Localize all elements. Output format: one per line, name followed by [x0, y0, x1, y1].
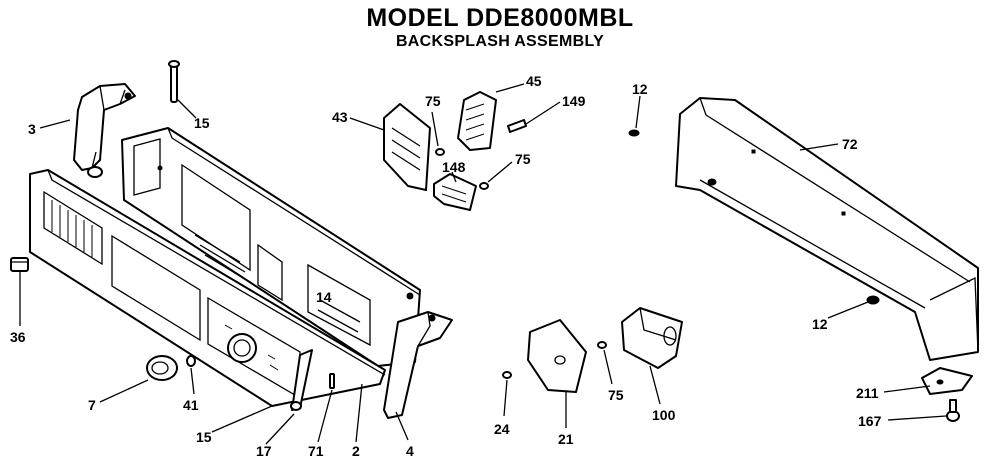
callout-75-middle: 75 — [515, 151, 531, 167]
part-72-rear-cover — [675, 97, 979, 361]
part-43-bracket — [383, 103, 431, 191]
callout-3: 3 — [28, 121, 36, 137]
part-167-screw — [946, 399, 960, 422]
part-36-clip — [10, 257, 29, 272]
part-12-clip-right — [866, 295, 880, 305]
part-21-board — [527, 319, 587, 393]
callout-149: 149 — [562, 93, 586, 109]
callout-21: 21 — [558, 431, 574, 447]
part-149-screw — [507, 119, 527, 133]
backsplash-front-panel — [29, 169, 386, 407]
part-7-knob — [146, 355, 178, 381]
part-15-screw-top — [168, 60, 180, 103]
callout-100: 100 — [652, 407, 676, 423]
part-75-screw-lower — [597, 341, 607, 349]
part-75-screw-top — [435, 148, 445, 156]
callout-75-lower: 75 — [608, 387, 624, 403]
part-24-screw — [502, 371, 512, 379]
part-41-clip — [186, 355, 196, 367]
callout-24: 24 — [494, 421, 510, 437]
part-211-bracket — [921, 367, 973, 395]
part-75-screw-middle — [479, 182, 489, 190]
callout-41: 41 — [183, 397, 199, 413]
callout-labels: 3 15 43 75 45 149 148 75 12 72 36 14 12 … — [10, 73, 882, 459]
callout-15-bottom: 15 — [196, 429, 212, 445]
callout-72: 72 — [842, 136, 858, 152]
callout-43: 43 — [332, 109, 348, 125]
part-148-switch — [433, 173, 477, 211]
callout-148: 148 — [442, 159, 466, 175]
part-100-timer — [621, 307, 683, 369]
callout-14: 14 — [316, 289, 332, 305]
callout-17: 17 — [256, 443, 272, 459]
part-45-switch — [457, 91, 497, 151]
part-71-screw — [329, 373, 335, 389]
part-12-clip-top — [628, 129, 640, 137]
callout-36: 36 — [10, 329, 26, 345]
callout-2: 2 — [352, 443, 360, 459]
diagram-title: MODEL DDE8000MBL — [366, 4, 634, 32]
callout-7: 7 — [88, 397, 96, 413]
diagram-subtitle: BACKSPLASH ASSEMBLY — [395, 33, 605, 50]
part-17-bracket — [290, 349, 313, 411]
leader-lines — [19, 83, 947, 445]
callout-71: 71 — [308, 443, 324, 459]
callout-167: 167 — [858, 413, 882, 429]
callout-12-right: 12 — [812, 316, 828, 332]
callout-211: 211 — [856, 385, 879, 401]
callout-4: 4 — [406, 443, 414, 459]
callout-45: 45 — [526, 73, 542, 89]
backsplash-rear-panel — [121, 127, 421, 367]
callout-12-top: 12 — [632, 81, 648, 97]
part-4-right-end-cap — [383, 311, 453, 419]
callout-15-top: 15 — [194, 115, 210, 131]
part-3-left-end-bracket — [73, 83, 136, 178]
callout-75-top: 75 — [425, 93, 441, 109]
